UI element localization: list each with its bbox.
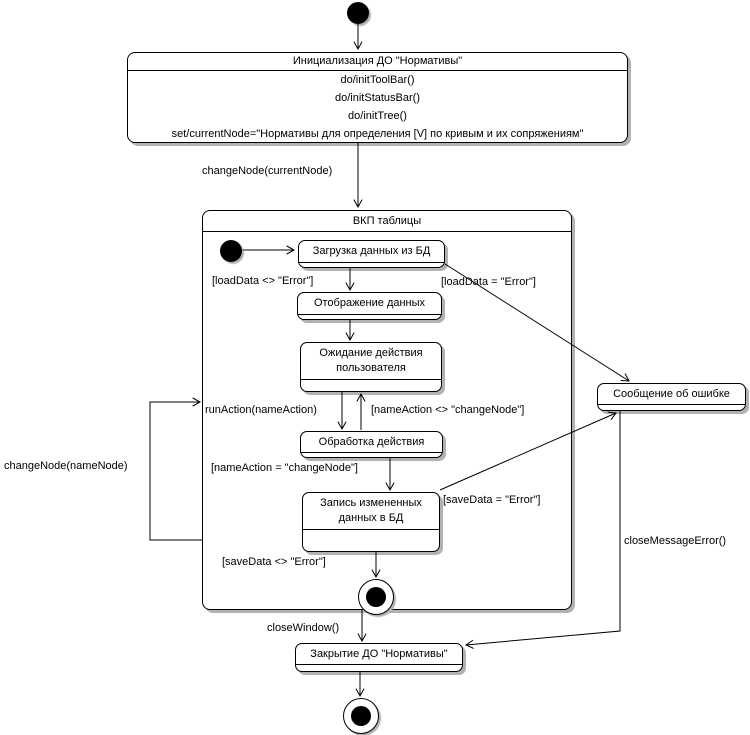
final-state-icon[interactable] (343, 698, 379, 734)
initial-state-icon[interactable] (347, 2, 369, 24)
state-load-data[interactable]: Загрузка данных из БД (298, 240, 445, 268)
label-save-ok: [saveData <> "Error"] (222, 556, 326, 568)
state-title: Обработка действия (301, 432, 442, 453)
state-display-data[interactable]: Отображение данных (297, 292, 442, 320)
state-close-do-normativy[interactable]: Закрытие ДО "Нормативы" (295, 643, 463, 672)
state-error-message[interactable]: Сообщение об ошибке (597, 383, 746, 411)
action-init-tree: do/initTree() (348, 110, 407, 122)
state-title: Отображение данных (298, 293, 441, 315)
label-name-action-neq: [nameAction <> "changeNode"] (371, 404, 525, 416)
state-title: Сообщение об ошибке (598, 384, 745, 405)
state-process-action[interactable]: Обработка действия (300, 431, 443, 458)
final-state-dot (351, 706, 371, 726)
action-init-statusbar: do/initStatusBar() (335, 92, 420, 104)
action-init-toolbar: do/initToolBar() (340, 74, 415, 86)
state-wait-user-action[interactable]: Ожидание действия пользователя (300, 342, 442, 392)
label-change-node-name: changeNode(nameNode) (4, 460, 128, 472)
inner-final-state-icon[interactable] (358, 579, 394, 615)
state-title: Закрытие ДО "Нормативы" (296, 644, 462, 665)
state-init-do-normativy[interactable]: Инициализация ДО "Нормативы" do/initTool… (127, 52, 628, 143)
label-change-node-current: changeNode(currentNode) (202, 165, 333, 177)
state-title: Запись измененных данных в БД (303, 493, 439, 530)
label-close-window: closeWindow() (267, 622, 340, 634)
state-title: Ожидание действия пользователя (301, 343, 441, 380)
composite-state-title: ВКП таблицы (203, 211, 571, 232)
final-state-dot (366, 587, 386, 607)
label-save-error: [saveData = "Error"] (443, 494, 541, 506)
inner-initial-state-icon[interactable] (220, 240, 242, 262)
composite-state-body (203, 232, 571, 609)
label-run-action: runAction(nameAction) (205, 404, 317, 416)
label-load-error: [loadData = "Error"] (441, 276, 536, 288)
edge-composite-self-loop (149, 397, 202, 541)
state-title: Загрузка данных из БД (299, 241, 444, 263)
state-title: Инициализация ДО "Нормативы" (128, 53, 627, 71)
label-name-action-eq: [nameAction = "changeNode"] (211, 462, 358, 474)
state-save-data[interactable]: Запись измененных данных в БД (302, 492, 440, 552)
action-set-current-node: set/currentNode="Нормативы для определен… (171, 128, 584, 140)
label-close-message-error: closeMessageError() (624, 535, 727, 547)
label-load-ok: [loadData <> "Error"] (212, 275, 314, 287)
